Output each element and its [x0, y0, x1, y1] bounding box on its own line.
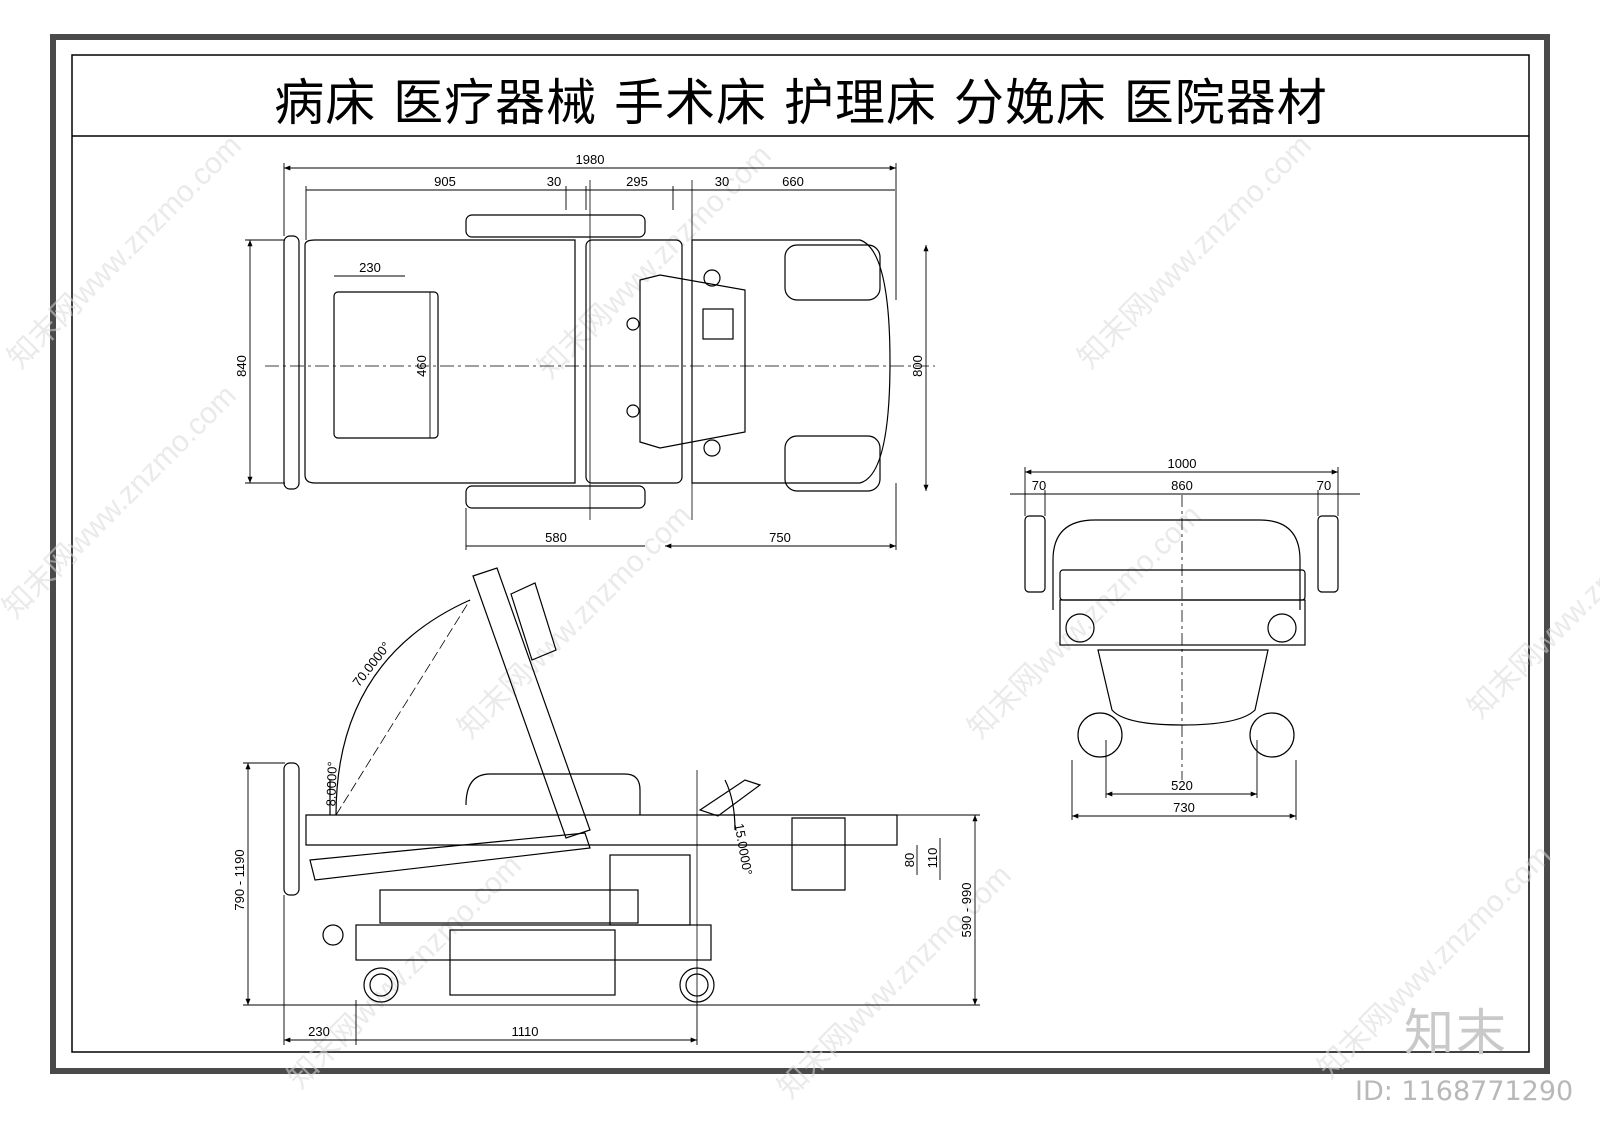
- page-title: 病床 医疗器械 手术床 护理床 分娩床 医院器材: [274, 74, 1328, 132]
- leg-support-top: [784, 244, 881, 301]
- end-frame: [1059, 599, 1306, 646]
- watermark-text: 知末网www.znzmo.com: [532, 139, 778, 385]
- arc-70deg: [335, 599, 471, 816]
- seat-section: [585, 239, 683, 484]
- dim-foot-width: 800: [910, 355, 925, 377]
- dim-seg3: 295: [626, 174, 648, 189]
- back-axis: [335, 599, 471, 816]
- dim-seg2: 30: [547, 174, 561, 189]
- dim-end-overall: 1000: [1168, 456, 1197, 471]
- lift-mechanism: [609, 854, 691, 926]
- back-section: [304, 239, 576, 484]
- end-view-labels: 1000 70 860 70 520 730: [1032, 456, 1331, 815]
- watermark-text: 知末网www.znzmo.com: [282, 849, 528, 1095]
- dim-bottom-left: 230: [308, 1024, 330, 1039]
- dim-end-side-left: 70: [1032, 478, 1046, 493]
- end-wheel-left: [1077, 712, 1123, 758]
- site-logo: 知末: [1404, 1004, 1508, 1062]
- base-top: [379, 889, 639, 924]
- arc-15deg: [724, 779, 736, 831]
- dim-height-range2: 590 - 990: [959, 883, 974, 938]
- dim-angle-back: 70.0000°: [349, 639, 393, 689]
- end-knob-left: [1065, 613, 1095, 643]
- inner-frame: [71, 54, 1530, 1053]
- mattress-flat: [305, 814, 898, 846]
- dim-pad: 230: [359, 260, 381, 275]
- back-headrest: [510, 582, 557, 661]
- dim-base-right: 750: [769, 530, 791, 545]
- dim-height-range: 790 - 1190: [232, 849, 247, 910]
- base-housing: [449, 929, 616, 996]
- watermark-text: 知末网www.znzmo.com: [1072, 129, 1318, 375]
- outer-frame: [50, 34, 1550, 1074]
- side-head-board: [283, 762, 300, 896]
- end-rail-left: [1024, 515, 1046, 593]
- side-rail-loop: [465, 773, 641, 815]
- pedal-knob: [322, 924, 344, 946]
- end-view: [1024, 495, 1339, 780]
- knob-bottom: [703, 439, 721, 457]
- base-frame: [355, 924, 712, 961]
- foot-section: [691, 239, 891, 484]
- watermark-text: 知末网www.znzmo.com: [2, 129, 248, 375]
- end-head-board: [1052, 519, 1301, 610]
- image-id: ID: 1168771290: [1355, 1076, 1574, 1107]
- watermark-text: 知末网www.znzmo.com: [0, 379, 243, 625]
- end-rail-right: [1317, 515, 1339, 593]
- head-board: [283, 235, 300, 490]
- drain-grid: [702, 308, 734, 340]
- end-view-dims: [1010, 467, 1360, 820]
- side-view: [283, 567, 898, 1005]
- top-view-dims: [245, 163, 929, 550]
- watermark-text: 知末网www.znzmo.com: [452, 499, 698, 745]
- dim-angle-leg: 15.0000°: [732, 822, 756, 876]
- dim-wheel-outer: 730: [1173, 800, 1195, 815]
- end-column: [1097, 649, 1269, 726]
- side-rail-top: [465, 214, 646, 238]
- dim-wheel-inner: 520: [1171, 778, 1193, 793]
- dim-end-side-right: 70: [1317, 478, 1331, 493]
- leg-rest: [791, 817, 846, 891]
- dim-seg1: 905: [434, 174, 456, 189]
- dim-end-inner: 860: [1171, 478, 1193, 493]
- dim-seg5: 660: [782, 174, 804, 189]
- top-view: [265, 180, 935, 520]
- leg-support-bottom: [784, 435, 881, 492]
- top-view-labels: 1980 905 30 295 30 660 230 840 460 800 5…: [234, 152, 925, 545]
- bolt-2: [626, 404, 640, 418]
- dim-overall: 1980: [576, 152, 605, 167]
- end-wheel-right: [1249, 712, 1295, 758]
- dim-110: 110: [925, 848, 940, 869]
- dim-base-left: 580: [545, 530, 567, 545]
- end-knob-right: [1267, 613, 1297, 643]
- back-pad: [333, 291, 439, 439]
- knob-top: [703, 269, 721, 287]
- dim-seg4: 30: [715, 174, 729, 189]
- dim-bottom-length: 1110: [512, 1024, 539, 1039]
- dim-80: 80: [902, 853, 917, 867]
- side-view-dims: [243, 762, 980, 1045]
- side-view-labels: 70.0000° 8.0000° 15.0000° 790 - 1190 590…: [232, 639, 974, 1039]
- cutout-frame: [639, 274, 746, 449]
- leg-lever: [698, 779, 762, 817]
- dim-pad-length: 460: [414, 355, 429, 377]
- wheel-left: [363, 967, 399, 1003]
- dim-width: 840: [234, 355, 249, 377]
- dim-angle-small: 8.0000°: [323, 761, 340, 806]
- back-lowered: [309, 832, 591, 881]
- watermark-text: 知末网www.znzmo.com: [962, 499, 1208, 745]
- bolt-1: [626, 317, 640, 331]
- wheel-left-hub: [369, 973, 393, 997]
- watermark-text: 知末网www.znzmo.com: [1462, 479, 1600, 725]
- back-raised: [472, 567, 591, 839]
- side-rail-bottom: [465, 485, 646, 509]
